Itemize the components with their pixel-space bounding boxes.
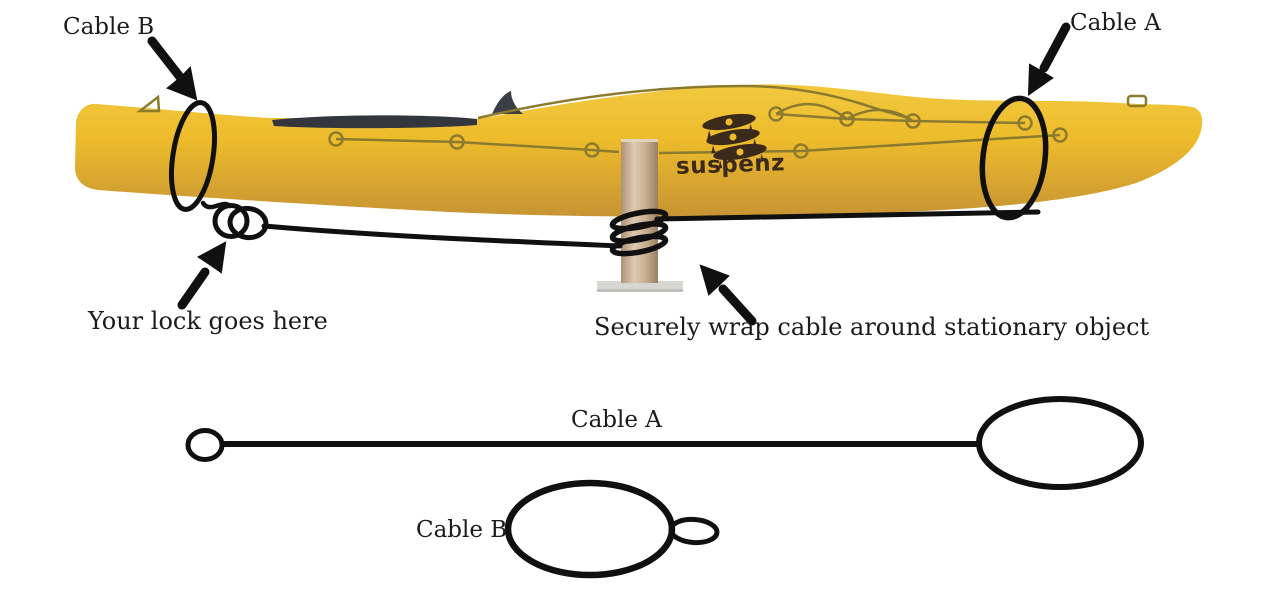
cockpit-rim bbox=[272, 115, 477, 129]
cable-b-large-loop bbox=[504, 479, 676, 579]
suspenz-brand-text: suspenz bbox=[675, 150, 786, 180]
post-base bbox=[597, 281, 683, 291]
deck-fitting-ring bbox=[768, 106, 784, 122]
lock-note-label: Your lock goes here bbox=[88, 307, 328, 335]
cable-b-arrow bbox=[147, 36, 198, 101]
deck-line-right-upper bbox=[775, 112, 1026, 125]
lock-arrow bbox=[177, 241, 227, 310]
cable-b-bow-loop bbox=[169, 100, 217, 212]
cable-b-callout-label: Cable B bbox=[63, 14, 155, 40]
post-base-shadow bbox=[597, 289, 683, 292]
callout-arrows bbox=[147, 22, 1071, 326]
cable-a-stern-loop bbox=[979, 95, 1049, 221]
stern-handle-icon bbox=[1126, 94, 1148, 108]
cable-b-small-loop bbox=[668, 516, 720, 546]
bow-handle-icon bbox=[136, 94, 161, 113]
cable-a-callout-label: Cable A bbox=[1070, 10, 1161, 36]
deck-fitting-ring bbox=[1052, 127, 1068, 143]
seat-back-fin bbox=[492, 91, 523, 114]
deck-fitting-ring bbox=[584, 142, 600, 158]
bungee-arc-1 bbox=[775, 102, 848, 120]
deck-fitting-ring bbox=[905, 113, 921, 129]
deck-seam-line bbox=[477, 84, 909, 120]
cable-a-arrow bbox=[1027, 22, 1071, 96]
cable-a-large-loop bbox=[976, 396, 1144, 490]
wrap-arrow bbox=[699, 264, 757, 326]
cable-b-legend-label: Cable B bbox=[416, 517, 508, 543]
cable-run-left bbox=[261, 223, 623, 249]
security-cables bbox=[169, 95, 1049, 257]
post-cable-wraps bbox=[609, 208, 669, 257]
cable-legend-drawings bbox=[185, 396, 1144, 579]
deck-fitting-ring bbox=[1017, 115, 1033, 131]
deck-fitting-ring bbox=[449, 134, 465, 150]
deck-line-right-lower bbox=[658, 133, 1061, 155]
cable-run-right bbox=[654, 209, 1041, 222]
post-top-edge bbox=[621, 139, 658, 142]
lock-loop-1 bbox=[212, 203, 250, 239]
deck-fitting-ring bbox=[793, 143, 809, 159]
cable-a-legend-label: Cable A bbox=[571, 407, 662, 433]
wrap-note-label: Securely wrap cable around stationary ob… bbox=[594, 313, 1150, 341]
suspenz-logo-icon bbox=[702, 113, 767, 169]
deck-fitting-ring bbox=[839, 111, 855, 127]
cable-a-small-loop bbox=[185, 428, 225, 462]
deck-fitting-ring bbox=[328, 131, 344, 147]
deck-lines bbox=[136, 84, 1148, 159]
deck-line-left bbox=[335, 137, 620, 154]
